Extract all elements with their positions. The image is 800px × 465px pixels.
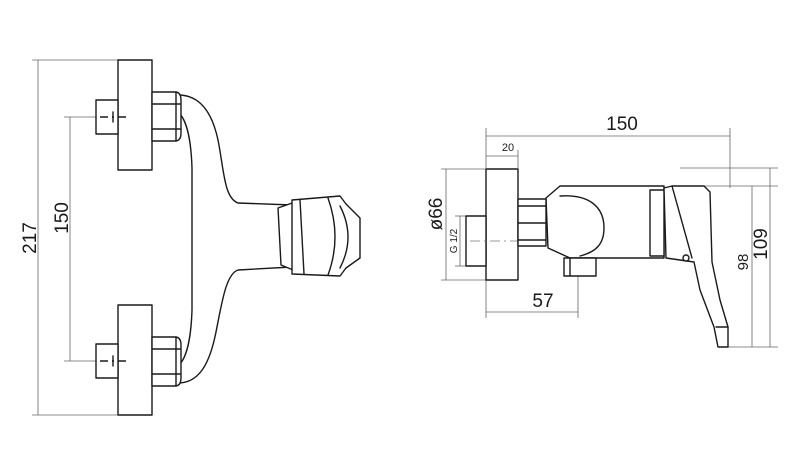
outlet-stub-side	[563, 257, 597, 277]
dim-outlet-offset-label: 57	[532, 291, 553, 312]
top-eccentric-nut	[151, 91, 182, 142]
bottom-wall-plate	[117, 304, 153, 416]
top-inlet-stub	[95, 99, 130, 135]
dim-inlet-spacing-label: 150	[52, 202, 73, 234]
dim-total-height-label: 217	[20, 222, 41, 254]
inlet-stub-side	[465, 215, 520, 267]
top-wall-plate	[117, 59, 153, 171]
dim-plate-diameter-label: ø66	[426, 198, 447, 231]
side-view: 150 20 ø66 G 1/2 57 98 109	[426, 114, 778, 348]
dim-thread-label: G 1/2	[449, 228, 460, 253]
eccentric-nut-side	[517, 198, 547, 247]
front-view: 217 150	[20, 59, 361, 416]
bottom-inlet-stub	[95, 343, 130, 379]
lever-handle-side	[663, 185, 729, 348]
cartridge-cap	[649, 189, 665, 257]
cartridge-housing	[559, 195, 605, 257]
dim-overall-width-label: 150	[606, 114, 638, 135]
valve-body-outline	[175, 94, 293, 384]
valve-body-side	[545, 185, 665, 259]
wall-plate-side	[485, 168, 519, 281]
lever-handle-front	[277, 195, 361, 277]
dim-height-109-label: 109	[751, 228, 772, 260]
dim-plate-width-label: 20	[502, 142, 514, 154]
bottom-eccentric-nut	[151, 336, 182, 387]
dim-height-98-label: 98	[735, 254, 752, 271]
